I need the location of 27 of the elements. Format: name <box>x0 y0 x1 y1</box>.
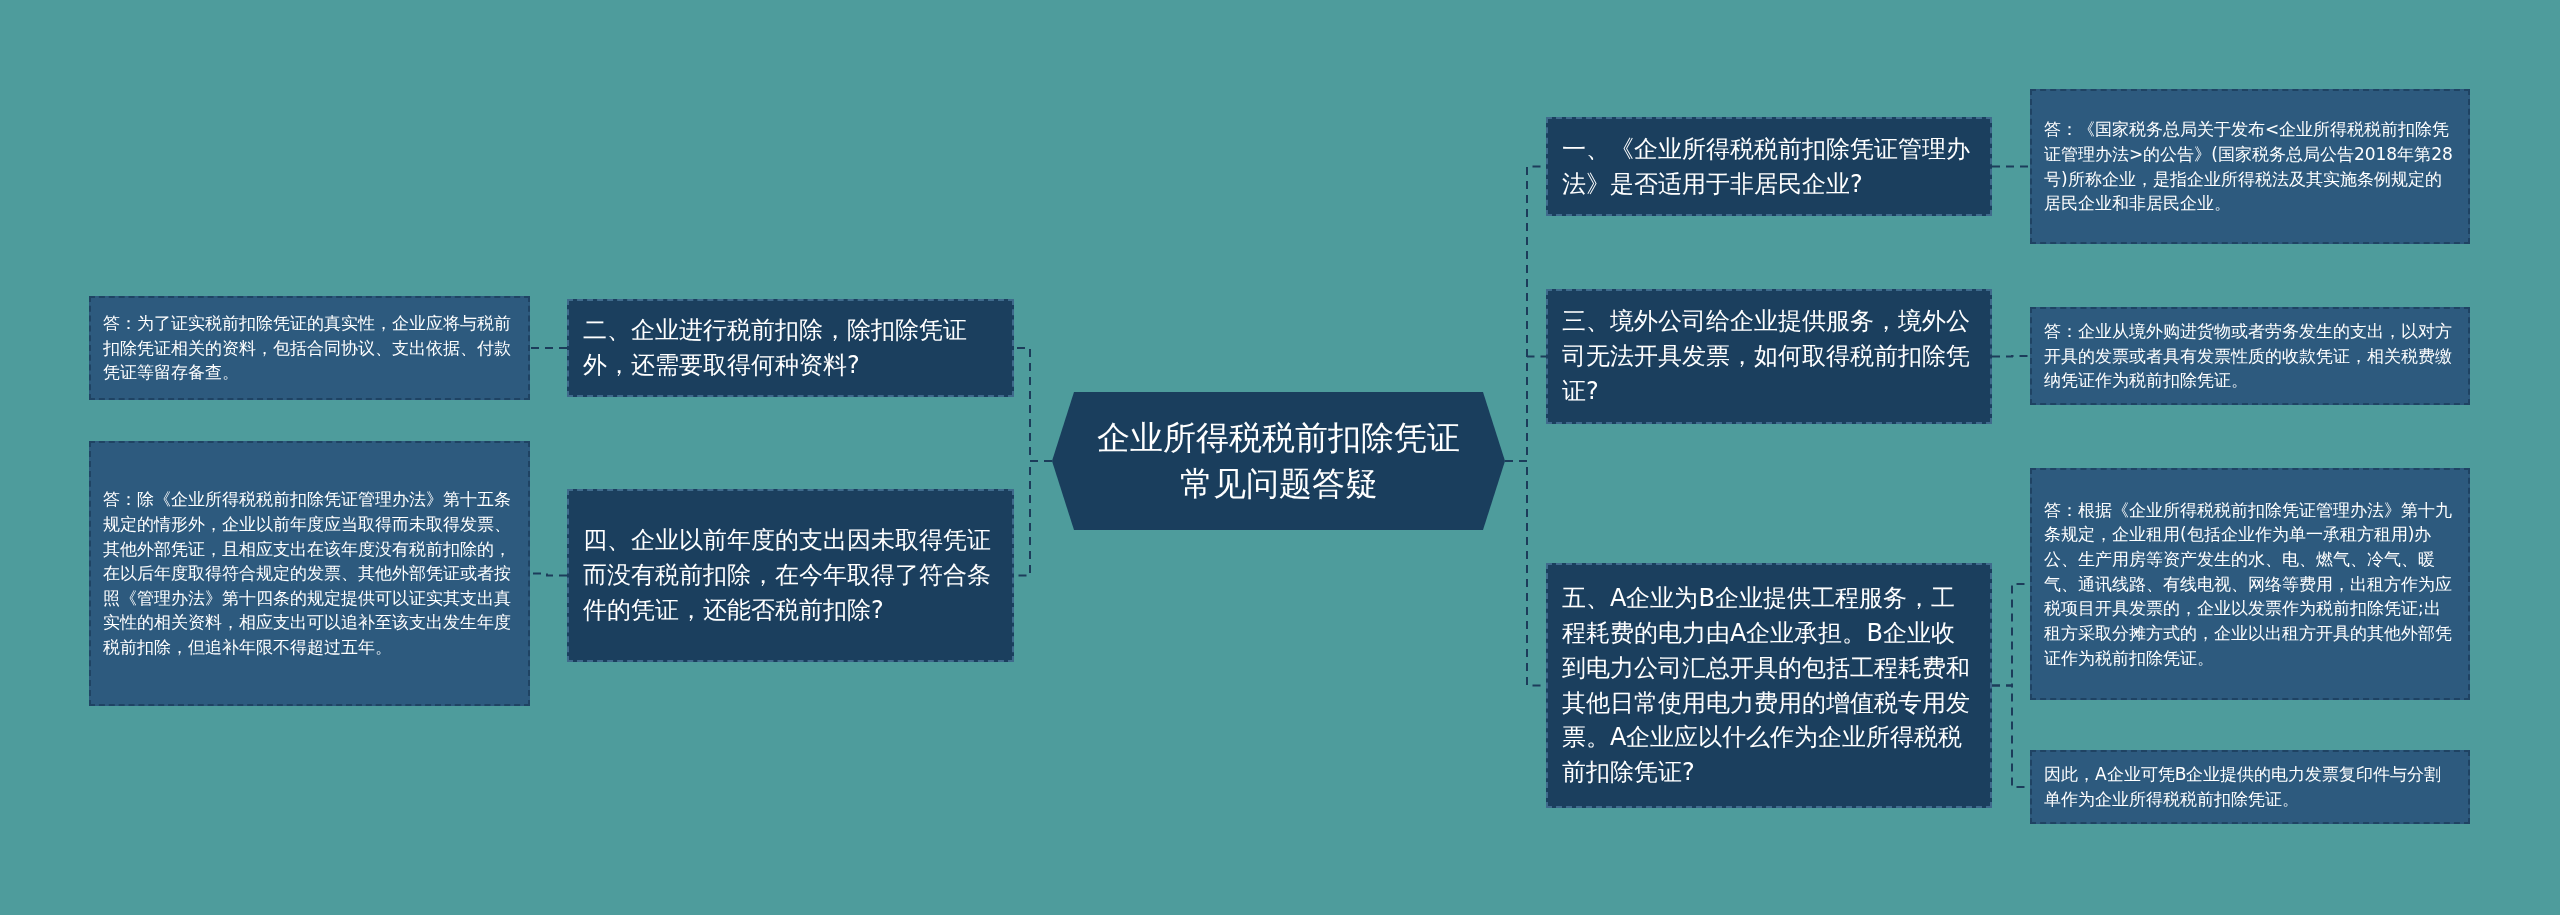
question-box <box>567 489 1014 662</box>
answer-text: 因此，A企业可凭B企业提供的电力发票复印件与分割单作为企业所得税税前扣除凭证。 <box>2044 763 2443 811</box>
question-text: 一、《企业所得税税前扣除凭证管理办法》是否适用于非居民企业? <box>1562 133 1971 200</box>
question-text: 四、企业以前年度的支出因未取得凭证而没有税前扣除，在今年取得了符合条件的凭证，还能否税前扣除? <box>583 525 992 626</box>
question-text: 二、企业进行税前扣除，除扣除凭证外，还需要取得何种资料? <box>583 315 968 381</box>
topic-hexagon <box>1052 392 1505 530</box>
answer-box <box>2030 307 2470 405</box>
answer-text: 答：根据《企业所得税税前扣除凭证管理办法》第十九条规定，企业租用(包括企业作为单一承租方租用)办公、生产用房等资产发生的水、电、燃气、冷气、暖气、通讯线路、有线电视、网络等费用，出租方作为应税项目开具发票的，企业以发票作为税前扣除凭证;出租方采取分摊方式的，企业以出租方开具的其他外部凭证作为税前扣除凭证。 <box>2044 498 2453 670</box>
answer-box <box>89 441 530 706</box>
connector-line <box>1991 165 2031 168</box>
answer-box <box>2030 468 2470 700</box>
answer-text: 答：为了证实税前扣除凭证的真实性，企业应将与税前扣除凭证相关的资料，包括合同协议、支出依据、付款凭证等留存备查。 <box>103 312 512 385</box>
answer-box <box>89 296 530 400</box>
answer-text: 答：除《企业所得税税前扣除凭证管理办法》第十五条规定的情形外，企业以前年度应当取得而未取得发票、其他外部凭证，且相应支出在该年度没有税前扣除的，在以后年度取得符合规定的发票、其他外部凭证或者按照《管理办法》第十四条的规定提供可以证实其支出真实性的相关资料，相应支出可以追补至该支出发生年度税前扣除，但追补年限不得超过五年。 <box>103 488 512 660</box>
topic-title: 企业所得税税前扣除凭证常见问题答疑 <box>1096 416 1461 505</box>
connector-line <box>1991 355 2031 358</box>
question-text: 三、境外公司给企业提供服务，境外公司无法开具发票，如何取得税前扣除凭证? <box>1562 306 1971 407</box>
question-text: 五、A企业为B企业提供工程服务，工程耗费的电力由A企业承担。B企业收到电力公司汇总开具的包括工程耗费和其他日常使用电力费用的增值税专用发票。A企业应以什么作为企业所得税税前扣除凭证? <box>1562 583 1971 789</box>
answer-box <box>2030 750 2470 824</box>
question-box <box>1546 563 1992 808</box>
connector-line <box>529 347 568 349</box>
question-box <box>1546 289 1992 424</box>
question-box <box>1546 117 1992 216</box>
answer-text: 答：企业从境外购进货物或者劳务发生的支出，以对方开具的发票或者具有发票性质的收款凭证，相关税费缴纳凭证作为税前扣除凭证。 <box>2044 320 2453 393</box>
answer-box <box>2030 89 2470 244</box>
answer-text: 答：《国家税务总局关于发布<企业所得税税前扣除凭证管理办法>的公告》(国家税务总局公告2018年第28号)所称企业，是指企业所得税法及其实施条例规定的居民企业和非居民企业。 <box>2044 118 2454 216</box>
question-box <box>567 299 1014 397</box>
